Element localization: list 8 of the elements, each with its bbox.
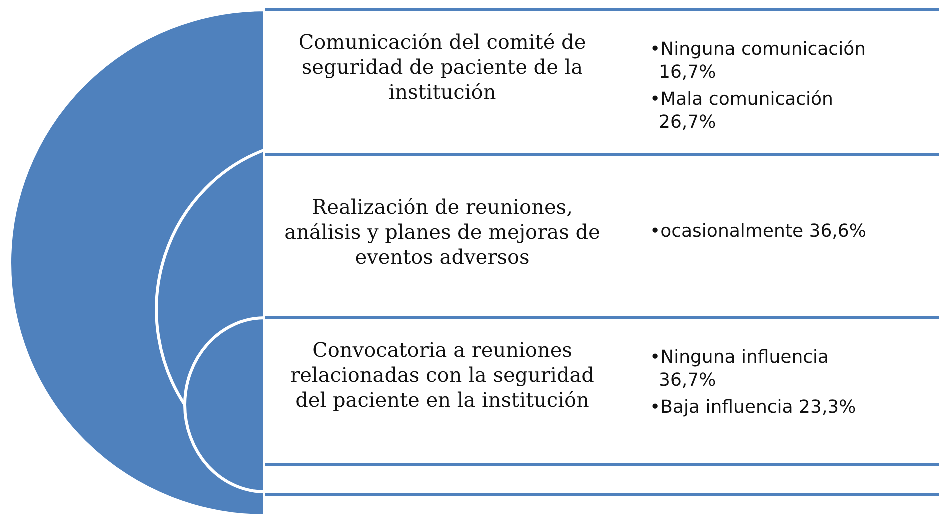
row-heading: Comunicación del comité de seguridad de paciente de la institución: [298, 30, 588, 105]
bullet-item: •ocasionalmente 36,6%: [650, 220, 868, 243]
bullet-item: •Baja influencia 23,3%: [650, 396, 858, 419]
bullet-item: •Ninguna comunicación 16,7%: [650, 38, 867, 84]
bullet-item: •Mala comunicación 26,7%: [650, 88, 834, 134]
bullet-item: •Ninguna influencia 36,7%: [650, 346, 830, 392]
row-heading: Realización de reuniones, análisis y planes de mejoras de eventos adversos: [284, 195, 602, 270]
row-heading: Convocatoria a reuniones relacionadas con la seguridad del paciente en la institución: [290, 338, 596, 413]
